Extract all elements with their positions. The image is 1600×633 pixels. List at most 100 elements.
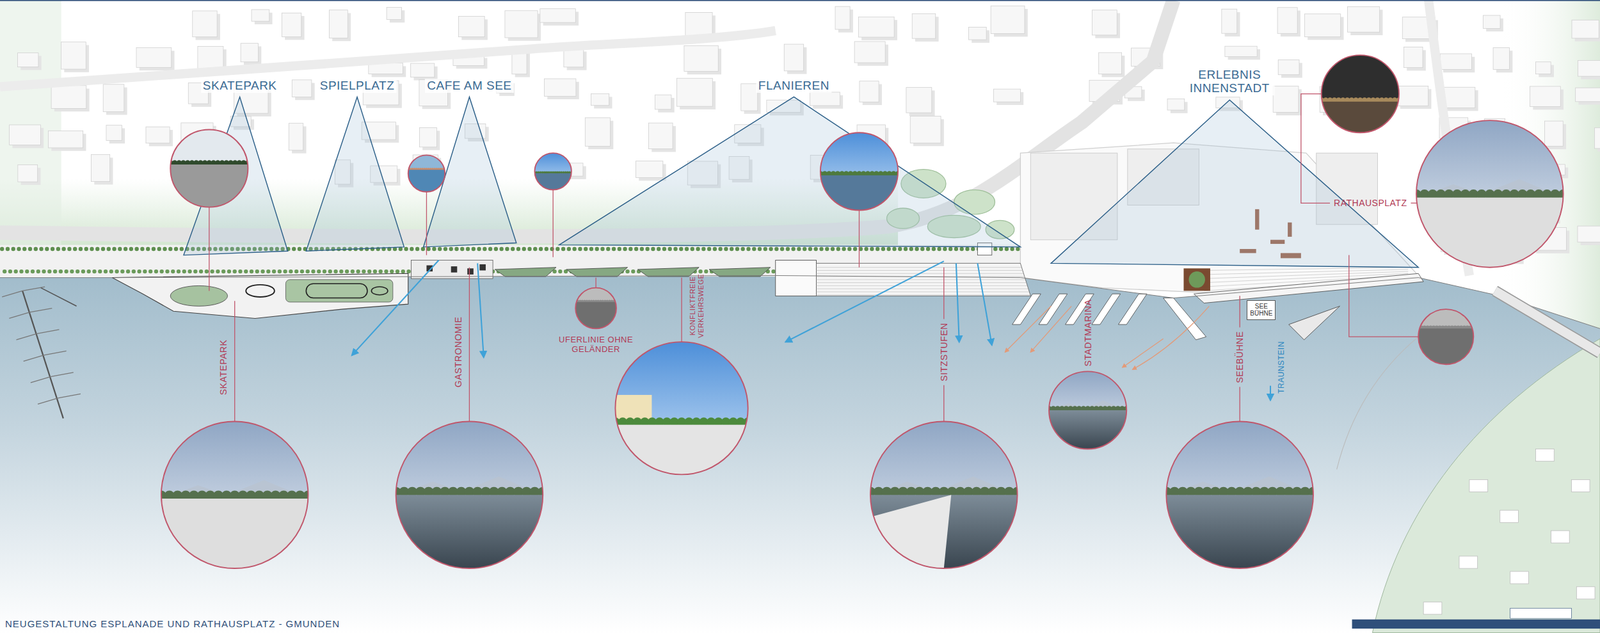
tree xyxy=(2,269,7,274)
tree xyxy=(1188,271,1206,288)
tree xyxy=(199,269,203,274)
building xyxy=(1347,6,1380,32)
tree xyxy=(698,269,703,274)
tree xyxy=(30,269,35,274)
land xyxy=(0,0,1600,329)
view-circle-outline xyxy=(575,288,617,329)
view-image xyxy=(1046,371,1130,449)
leader-line xyxy=(680,277,682,342)
tree xyxy=(227,269,232,274)
tree xyxy=(650,247,655,251)
boat-arrow xyxy=(1132,305,1210,370)
building xyxy=(1571,479,1590,492)
tree xyxy=(142,269,147,274)
tree xyxy=(232,269,237,274)
facade xyxy=(615,394,652,429)
tree xyxy=(87,269,91,274)
tree xyxy=(640,247,644,251)
building xyxy=(809,92,840,106)
building xyxy=(136,48,172,68)
tree xyxy=(869,247,874,251)
view-image xyxy=(817,132,902,210)
step-line xyxy=(816,285,1028,287)
building xyxy=(835,6,850,30)
tree xyxy=(656,247,661,251)
tree xyxy=(449,247,454,251)
pier-finger xyxy=(44,350,67,355)
view-circle-outline xyxy=(1418,309,1474,365)
tree xyxy=(567,247,571,251)
building xyxy=(563,48,584,68)
view-image xyxy=(391,421,549,569)
building xyxy=(51,85,87,109)
tree xyxy=(746,247,751,251)
tree xyxy=(403,247,408,251)
tree xyxy=(174,247,178,251)
view-circle-outline xyxy=(820,132,898,210)
cafe-table xyxy=(451,266,458,273)
tree xyxy=(64,269,68,274)
tree xyxy=(41,269,46,274)
tree xyxy=(39,247,43,251)
building xyxy=(1278,60,1300,75)
tree xyxy=(168,247,173,251)
tree xyxy=(266,269,271,274)
tree xyxy=(679,247,683,251)
building xyxy=(859,81,879,103)
tree xyxy=(920,247,925,251)
building xyxy=(1221,8,1238,34)
building xyxy=(648,122,673,149)
sky xyxy=(575,288,617,329)
building xyxy=(635,161,663,178)
building xyxy=(17,53,38,68)
view-arrow xyxy=(1269,385,1272,400)
building xyxy=(1571,19,1599,39)
tree xyxy=(432,247,436,251)
tree xyxy=(875,247,880,251)
view-circle-outline xyxy=(615,341,748,475)
bridge xyxy=(1495,290,1600,353)
tree xyxy=(622,247,627,251)
tree xyxy=(819,247,824,251)
tree xyxy=(909,247,914,251)
tree xyxy=(179,247,184,251)
tree xyxy=(294,269,299,274)
track xyxy=(371,286,388,296)
tree xyxy=(221,269,226,274)
building xyxy=(540,8,576,23)
tree xyxy=(465,247,470,251)
ground xyxy=(396,494,544,569)
tree xyxy=(92,269,96,274)
tree xyxy=(499,247,504,251)
pier-finger xyxy=(36,329,59,334)
view-image xyxy=(1411,120,1569,268)
sky xyxy=(1321,55,1400,133)
tree xyxy=(176,269,181,274)
building xyxy=(1530,86,1561,107)
building xyxy=(590,94,609,106)
tree xyxy=(291,247,296,251)
callout-label: SEEBÜHNE xyxy=(1234,331,1245,384)
building xyxy=(1482,15,1501,29)
skatepark-platform xyxy=(112,273,408,319)
area-heading: ERLEBNIS INNENSTADT xyxy=(1184,67,1275,96)
view-circle-outline xyxy=(161,421,309,569)
view-circle-outline xyxy=(170,129,248,207)
tree xyxy=(215,269,220,274)
tree xyxy=(510,247,515,251)
view-image xyxy=(167,129,251,207)
building xyxy=(858,16,895,38)
tree xyxy=(527,247,532,251)
tree xyxy=(684,247,689,251)
building xyxy=(288,123,303,151)
building xyxy=(9,124,41,146)
tree xyxy=(373,269,377,274)
leader-line xyxy=(234,300,235,422)
pier-finger xyxy=(30,376,52,383)
track xyxy=(305,283,368,298)
sky xyxy=(408,154,445,192)
tree xyxy=(611,247,616,251)
view-cone xyxy=(305,96,404,251)
sky xyxy=(820,132,898,210)
tree xyxy=(182,269,187,274)
